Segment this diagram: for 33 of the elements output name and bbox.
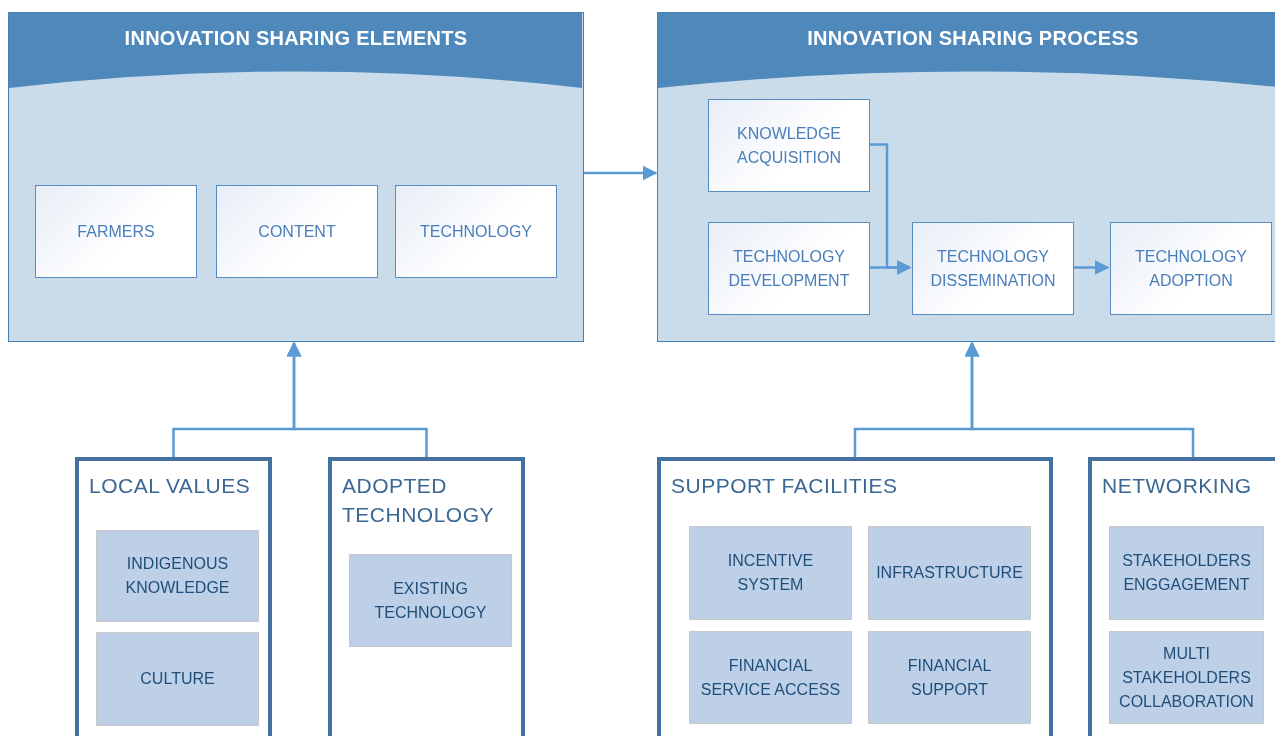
group-box xyxy=(328,457,525,736)
process-box: TECHNOLOGY ADOPTION xyxy=(1110,222,1272,315)
process-box: KNOWLEDGE ACQUISITION xyxy=(708,99,870,192)
arrow xyxy=(964,341,1195,457)
process-box: TECHNOLOGY DISSEMINATION xyxy=(912,222,1074,315)
panel-heading: INNOVATION SHARING ELEMENTS xyxy=(123,27,469,50)
item-box: STAKEHOLDERS ENGGAGEMENT xyxy=(1109,526,1264,620)
item-box: INDIGENOUS KNOWLEDGE xyxy=(96,530,259,622)
item-box: FINANCIAL SUPPORT xyxy=(868,631,1031,724)
group-heading: ADOPTED TECHNOLOGY xyxy=(342,473,496,528)
arrow xyxy=(869,260,912,275)
group-heading: LOCAL VALUES xyxy=(89,473,252,499)
item-box: CULTURE xyxy=(96,632,259,726)
process-box: CONTENT xyxy=(216,185,378,278)
arrow xyxy=(286,341,428,457)
item-box: INFRASTRUCTURE xyxy=(868,526,1031,620)
item-box: FINANCIAL SERVICE ACCESS xyxy=(689,631,852,724)
group-heading: SUPPORT FACILITIES xyxy=(671,473,899,499)
group-box xyxy=(75,457,272,736)
arrow xyxy=(584,165,658,181)
group-heading: NETWORKING xyxy=(1102,473,1253,499)
item-box: EXISTING TECHNOLOGY xyxy=(349,554,512,647)
panel xyxy=(8,12,584,342)
group-box xyxy=(1088,457,1275,736)
process-box: FARMERS xyxy=(35,185,197,278)
item-box: INCENTIVE SYSTEM xyxy=(689,526,852,620)
panel xyxy=(657,12,1275,342)
process-box: TECHNOLOGY DEVELOPMENT xyxy=(708,222,870,315)
group-box xyxy=(657,457,1053,736)
item-box: MULTI STAKEHOLDERS COLLABORATION xyxy=(1109,631,1264,724)
arrow xyxy=(1073,260,1110,275)
process-box: TECHNOLOGY xyxy=(395,185,557,278)
panel-heading: INNOVATION SHARING PROCESS xyxy=(806,27,1140,50)
